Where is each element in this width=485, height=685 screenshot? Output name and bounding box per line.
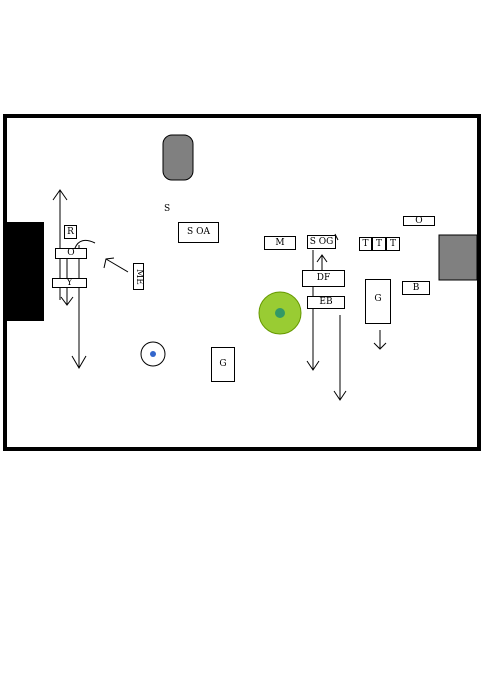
- arrow-left-long-down: [71, 245, 87, 369]
- label-soa: S OA: [178, 222, 219, 243]
- arrow-center-down: [306, 250, 320, 371]
- label-t-3: T: [386, 237, 400, 251]
- arrow-g-down: [373, 330, 387, 350]
- label-t-2: T: [372, 237, 386, 251]
- label-b: B: [402, 281, 430, 295]
- label-r: R: [64, 225, 77, 239]
- label-sog: S OG: [307, 235, 336, 249]
- label-t-1: T: [359, 237, 372, 251]
- label-s: S: [164, 204, 171, 214]
- label-g-right: G: [365, 279, 391, 324]
- arrow-me-left: [103, 257, 129, 273]
- label-me: ME: [133, 263, 144, 290]
- label-o-top-right: O: [403, 216, 435, 226]
- top-rounded-block: [162, 134, 194, 181]
- green-circle-center: [275, 308, 285, 318]
- label-m: M: [264, 236, 296, 250]
- label-eb: EB: [307, 296, 345, 309]
- arrow-r-hook: [74, 239, 96, 249]
- label-y: Y: [52, 278, 87, 288]
- blue-dot: [150, 351, 156, 357]
- label-o-left: O: [55, 248, 87, 259]
- left-door-block: [5, 222, 44, 321]
- label-df: DF: [302, 270, 345, 287]
- right-gray-block: [438, 234, 478, 281]
- label-g-bottom: G: [211, 347, 235, 382]
- arrow-right-long-down: [333, 315, 347, 401]
